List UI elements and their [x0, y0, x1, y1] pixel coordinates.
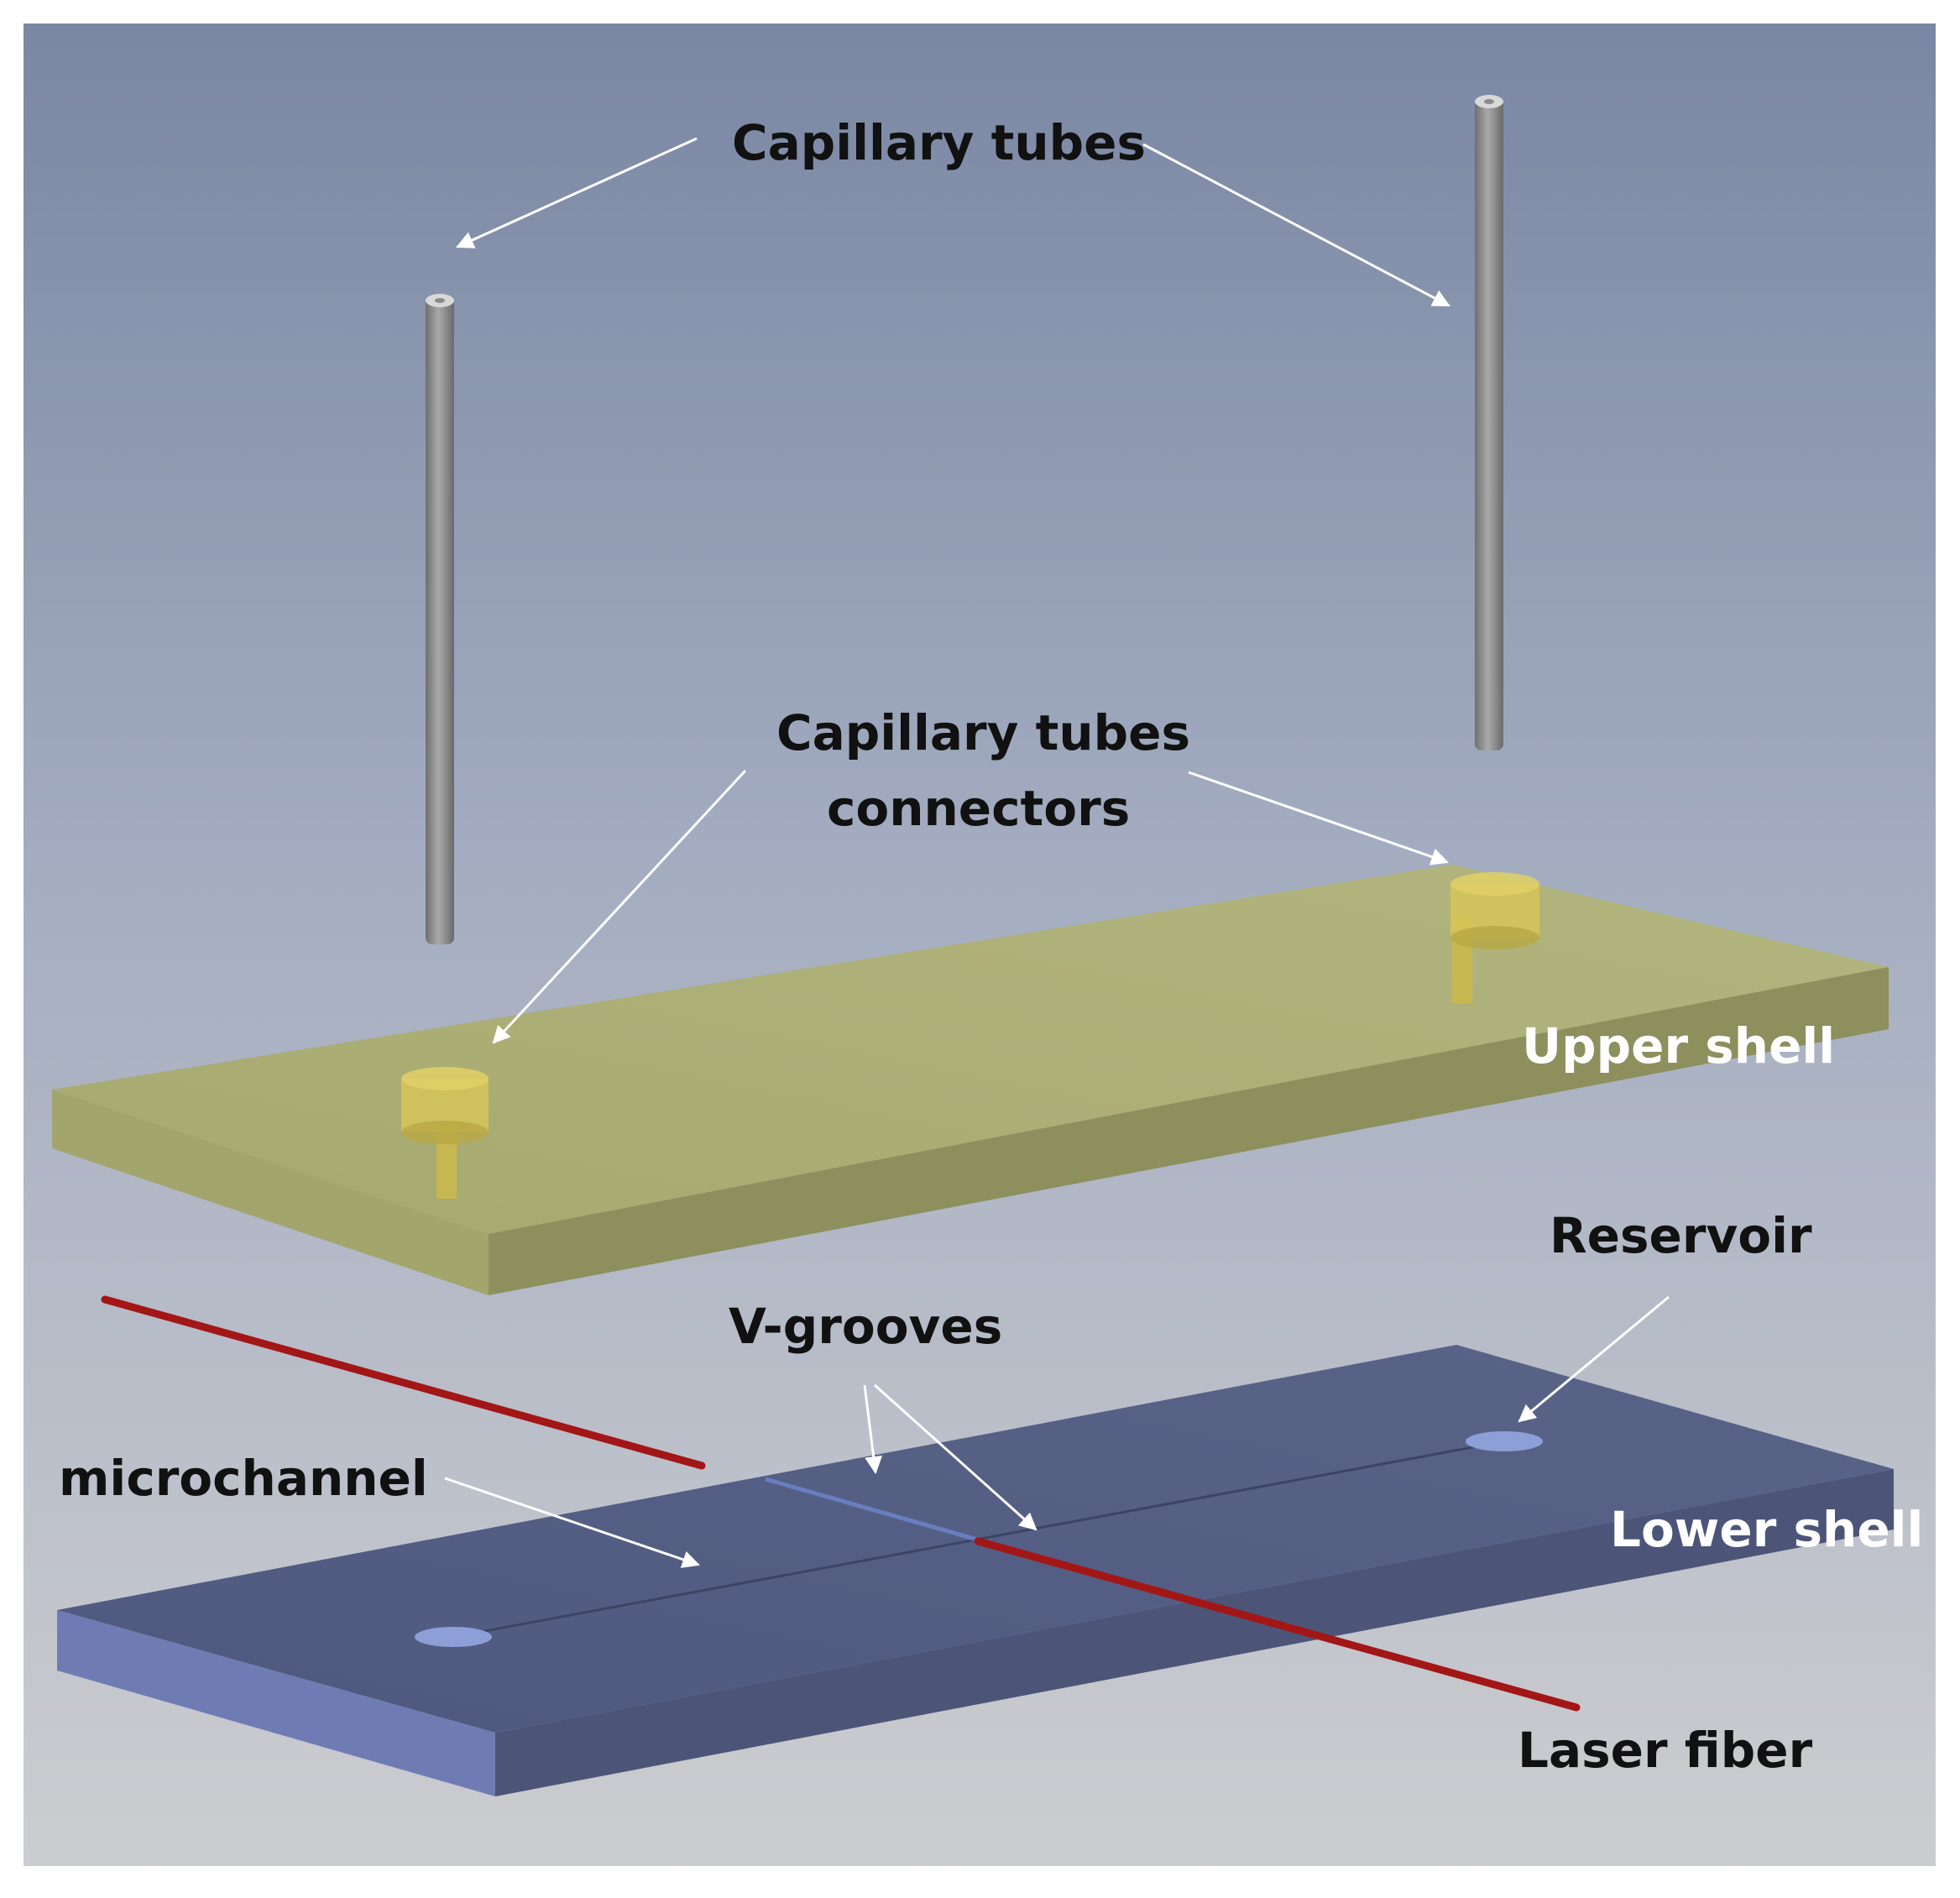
reservoir-hole-right: [1466, 1431, 1543, 1451]
connector-right: [1450, 872, 1539, 1003]
upper-shell: [52, 865, 1889, 1295]
upper-shell-front-face: [489, 967, 1889, 1295]
arrow-microchannel: [444, 1477, 700, 1568]
label-laser-fiber: Laser fiber: [1518, 1722, 1813, 1779]
arrow-capillary-left: [456, 137, 698, 248]
arrow-reservoir: [1518, 1295, 1670, 1423]
label-upper-shell: Upper shell: [1522, 1017, 1835, 1074]
upper-shell-left-face: [52, 1090, 489, 1295]
laser-fiber-back: [101, 1295, 706, 1470]
arrow-connector-right: [1188, 771, 1449, 865]
reservoir-hole-left: [415, 1627, 492, 1647]
capillary-tube-left: [426, 294, 454, 944]
laser-fiber-front: [974, 1537, 1581, 1712]
label-reservoir: Reservoir: [1550, 1207, 1812, 1264]
label-microchannel: microchannel: [59, 1450, 428, 1507]
label-lower-shell: Lower shell: [1610, 1501, 1923, 1558]
lower-shell-left-face: [57, 1610, 495, 1796]
capillary-tube-right: [1475, 95, 1503, 750]
arrow-connector-left: [492, 769, 747, 1044]
lower-shell-front-face: [495, 1469, 1894, 1796]
annotation-arrows: [444, 137, 1670, 1568]
label-connectors-line1: Capillary tubes: [776, 704, 1190, 761]
label-capillary-tubes: Capillary tubes: [732, 114, 1146, 171]
arrow-v-groove-1: [863, 1384, 883, 1475]
upper-shell-top-face: [52, 865, 1889, 1234]
arrow-v-groove-2: [873, 1383, 1037, 1531]
label-connectors-line2: connectors: [827, 780, 1130, 837]
arrow-capillary-right: [1142, 143, 1450, 307]
label-v-grooves: V-grooves: [729, 1298, 1002, 1355]
connector-left: [401, 1067, 489, 1199]
